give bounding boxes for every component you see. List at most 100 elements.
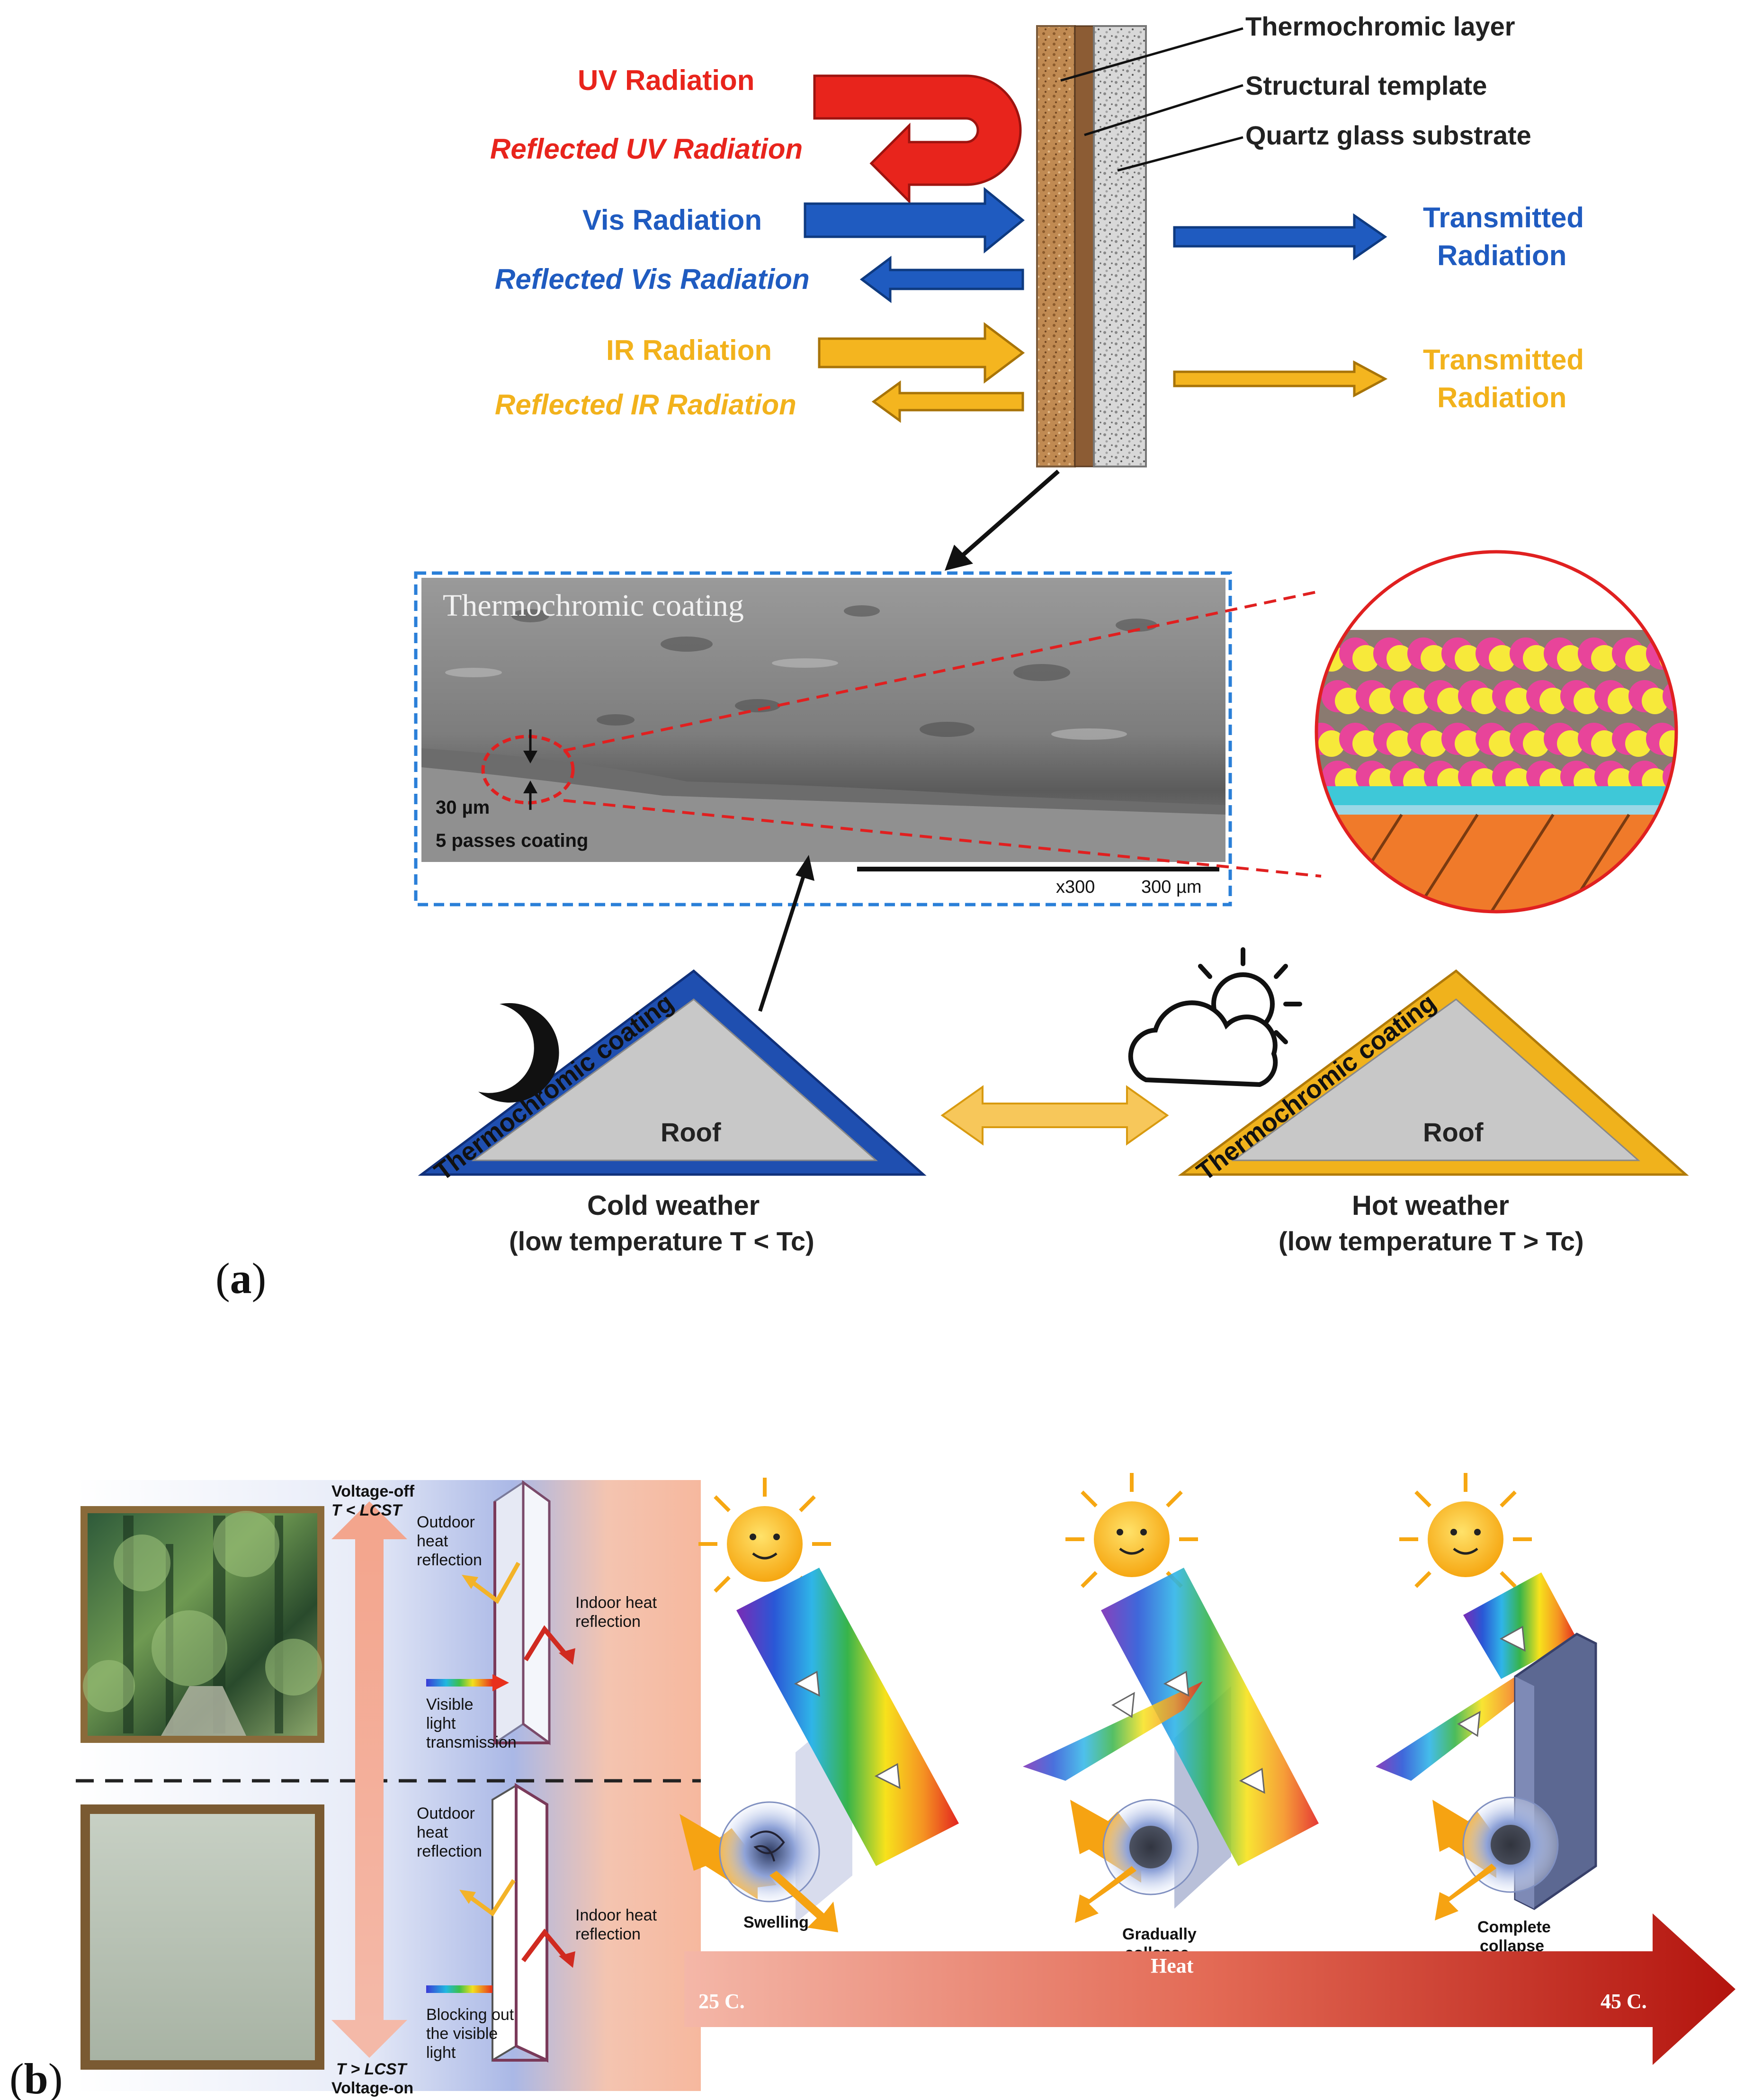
- thermochromic-particle: [1505, 688, 1532, 714]
- ir-transmitted-label-line1: Transmitted: [1423, 344, 1584, 376]
- thermochromic-particle: [1523, 645, 1549, 672]
- hot-roof: Roof Thermochromic coating Hot weather (…: [1128, 947, 1689, 1256]
- heat-label: Heat: [1151, 1954, 1194, 1977]
- roof-to-sem-arrow: [758, 855, 814, 1012]
- glass-pane-top: [493, 1480, 551, 1745]
- visible-light-bar-bottom: [426, 1985, 492, 1993]
- polymer-particle: [1663, 680, 1676, 712]
- ir-transmitted-label-line2: Radiation: [1437, 382, 1566, 413]
- cold-weather-title: Cold weather: [587, 1190, 760, 1221]
- heat-arrow: Heat 25 C. 45 C.: [684, 1913, 1735, 2065]
- zoom-lines: [563, 591, 1322, 878]
- uv-label: UV Radiation: [578, 64, 754, 96]
- bottom-outdoor-line2: heat: [417, 1823, 448, 1841]
- sun-icon: [1399, 1473, 1532, 1588]
- top-outdoor-line3: reflection: [417, 1551, 482, 1569]
- voltage-off-label: Voltage-off: [331, 1482, 415, 1500]
- bottom-indoor-line2: reflection: [575, 1925, 641, 1943]
- thermochromic-particle: [1403, 688, 1430, 714]
- hot-weather-subtitle: (low temperature T > Tc): [1279, 1226, 1584, 1256]
- top-indoor-line2: reflection: [575, 1613, 641, 1631]
- window-photo-transparent: [80, 1506, 324, 1743]
- panel-a-label: (a): [215, 1254, 266, 1302]
- top-outdoor-line1: Outdoor: [417, 1513, 475, 1531]
- thermochromic-particle: [1676, 768, 1702, 795]
- thermochromic-layer-label: Thermochromic layer: [1245, 11, 1515, 41]
- thermochromic-particle: [1386, 730, 1413, 757]
- bottom-blocking-line1: Blocking out: [426, 2006, 514, 2024]
- layer-labels: Thermochromic layer Structural template …: [1060, 11, 1531, 172]
- visible-light-bar-top: [426, 1679, 492, 1687]
- thermochromic-particle: [1369, 688, 1395, 714]
- thermochromic-particle: [1625, 645, 1652, 672]
- top-visible-line1: Visible: [426, 1696, 474, 1714]
- structure-zoom-circle: [1315, 550, 1702, 914]
- thermochromic-particle: [1318, 730, 1345, 757]
- panel-a: Thermochromic layer Structural template …: [215, 11, 1702, 1302]
- thermochromic-particle: [1574, 688, 1600, 714]
- temp-start-label: 25 C.: [698, 1990, 745, 2013]
- vis-incident-arrow: [804, 187, 1025, 254]
- structural-template-label: Structural template: [1245, 71, 1487, 100]
- cold-roof: Roof Thermochromic coating Cold weather …: [418, 969, 927, 1256]
- sem-detail-circle: [481, 735, 575, 805]
- thermochromic-particle: [1455, 730, 1481, 757]
- stage2-label-line1: Gradually: [1122, 1925, 1197, 1943]
- ir-reflected-arrow: [871, 380, 1024, 423]
- moon-icon: [478, 1003, 559, 1103]
- vis-transmitted-label-line1: Transmitted: [1423, 202, 1584, 233]
- transition-double-arrow: [940, 1085, 1169, 1146]
- stage-2: Graduallycollapse: [1023, 1473, 1319, 1962]
- window-photo-opaque: [80, 1804, 324, 2070]
- vis-reflected-label: Reflected Vis Radiation: [495, 263, 810, 295]
- voltage-on-label: Voltage-on: [331, 2079, 413, 2097]
- thermochromic-particle: [1437, 688, 1464, 714]
- sun-cloud-icon: [1128, 947, 1302, 1087]
- radiation-labels: UV Radiation Reflected UV Radiation Vis …: [490, 64, 1584, 421]
- bottom-indoor-line1: Indoor heat: [575, 1906, 657, 1924]
- ir-label: IR Radiation: [606, 334, 772, 366]
- temp-end-label: 45 C.: [1601, 1990, 1647, 2013]
- radiation-arrows: [804, 74, 1388, 423]
- state-double-arrow: [331, 1501, 407, 2058]
- thermochromic-particle: [1557, 645, 1583, 672]
- bottom-heat-arrows: [426, 1879, 575, 1993]
- thermochromic-particle: [1591, 730, 1618, 757]
- thermochromic-particle: [1489, 730, 1515, 757]
- bottom-blocking-line3: light: [426, 2044, 456, 2062]
- thermochromic-particle: [1676, 688, 1702, 714]
- ir-transmitted-arrow: [1173, 360, 1388, 398]
- thermochromic-particle: [1557, 730, 1583, 757]
- stage-1: Swelling: [680, 1478, 959, 1932]
- thermochromic-particle: [1421, 645, 1447, 672]
- quartz-substrate-label: Quartz glass substrate: [1245, 120, 1531, 150]
- hot-weather-title: Hot weather: [1352, 1190, 1509, 1221]
- vis-transmitted-arrow: [1173, 213, 1387, 260]
- sem-image: Thermochromic coating 30 µm 5 passes coa…: [414, 571, 1232, 906]
- t-low-label: T < LCST: [331, 1501, 403, 1519]
- cold-weather-subtitle: (low temperature T < Tc): [509, 1226, 814, 1256]
- ir-reflected-label: Reflected IR Radiation: [495, 389, 796, 421]
- hot-roof-label: Roof: [1423, 1117, 1484, 1147]
- top-indoor-line1: Indoor heat: [575, 1594, 657, 1612]
- thermochromic-particle: [1591, 645, 1618, 672]
- layer-stack: [1036, 25, 1147, 467]
- vis-transmitted-label-line2: Radiation: [1437, 240, 1566, 271]
- thermochromic-particle: [1489, 645, 1515, 672]
- thermochromic-particle: [1335, 688, 1361, 714]
- sem-thickness: 30 µm: [436, 797, 490, 818]
- bottom-outdoor-line1: Outdoor: [417, 1804, 475, 1822]
- uv-uturn-arrow: [813, 74, 1022, 205]
- uv-reflected-label: Reflected UV Radiation: [490, 133, 803, 165]
- sem-scale-label: 300 µm: [1141, 877, 1202, 897]
- thermochromic-particle: [1608, 688, 1634, 714]
- sun-icon: [1065, 1473, 1198, 1588]
- cold-roof-label: Roof: [661, 1117, 721, 1147]
